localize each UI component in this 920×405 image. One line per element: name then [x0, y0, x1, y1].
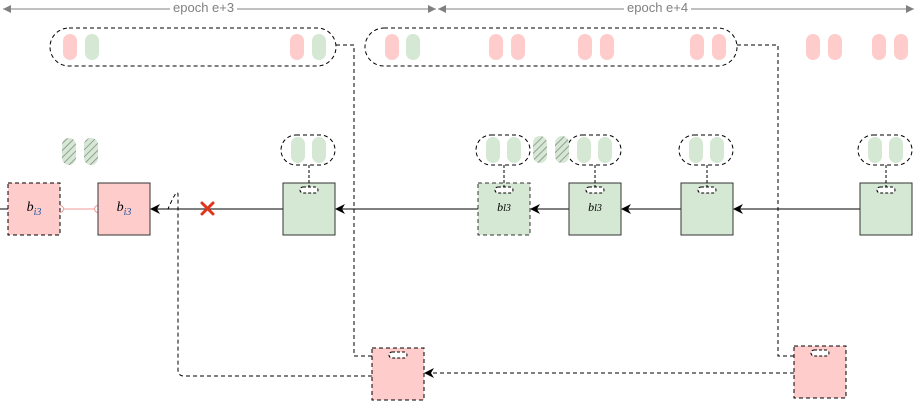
tx-pill: [63, 34, 77, 60]
tx-pill: [578, 34, 592, 60]
top-pills: [63, 34, 908, 60]
pink-block-label: bi3: [116, 200, 132, 218]
tx-pill: [489, 34, 503, 60]
tx-pill: [598, 137, 612, 163]
pink-block-dashed: [7, 182, 61, 236]
tx-pill: [600, 34, 614, 60]
green-block: [475, 134, 531, 236]
tx-pill: [406, 34, 420, 60]
tx-pill: [894, 34, 908, 60]
tx-pill: [507, 137, 521, 163]
block-tx-pool: [857, 134, 913, 166]
tx-pill: [290, 34, 304, 60]
tx-pill: [872, 34, 886, 60]
block-tx-pool: [280, 134, 336, 166]
orphan-pill: [62, 138, 76, 165]
block-tx-pool: [566, 134, 622, 166]
block-tx-pool: [475, 134, 531, 166]
tx-pill: [577, 137, 591, 163]
pink-block: [97, 182, 151, 236]
green-block-label: bl3: [497, 200, 511, 214]
tx-pill: [312, 34, 326, 60]
tx-pill: [712, 34, 726, 60]
tx-pill: [486, 137, 500, 163]
pool-e4-link: [737, 44, 794, 357]
green-block: [857, 134, 913, 236]
tx-pill: [889, 137, 903, 163]
tx-pill: [868, 137, 882, 163]
bottom-back-link: [167, 192, 372, 377]
tx-pill: [511, 34, 525, 60]
orphan-pill: [555, 136, 569, 163]
epoch-e3-pool: [49, 27, 337, 67]
green-block-label: bl3: [588, 200, 602, 214]
orphan-pill: [84, 138, 98, 165]
tx-pill: [828, 34, 842, 60]
epoch-e4-label: epoch e+4: [624, 0, 692, 16]
tx-pill: [689, 137, 703, 163]
tx-pill: [690, 34, 704, 60]
orphan-pill: [533, 136, 547, 163]
green-block: [566, 134, 622, 236]
block-tx-pool: [678, 134, 734, 166]
x-mark-icon: [200, 201, 215, 216]
tx-pill: [312, 137, 326, 163]
tx-pill: [291, 137, 305, 163]
pink-block-label: bi3: [26, 200, 42, 218]
epoch-e3-label: epoch e+3: [170, 0, 238, 16]
green-block: [678, 134, 734, 236]
green-block: [280, 134, 336, 236]
tx-pill: [85, 34, 99, 60]
tx-pill: [385, 34, 399, 60]
tx-pill: [710, 137, 724, 163]
epoch-e4-pool: [364, 27, 738, 67]
tx-pill: [806, 34, 820, 60]
pool-e3-link: [336, 44, 372, 357]
